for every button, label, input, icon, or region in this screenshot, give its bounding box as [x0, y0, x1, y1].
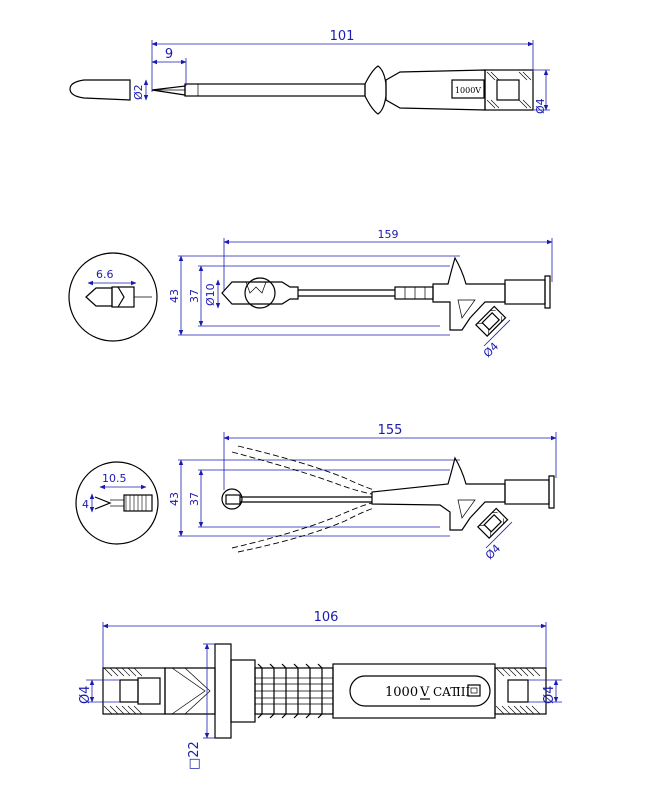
dim-37-v3: 37 — [188, 492, 201, 506]
dim-43-v3: 43 — [168, 492, 181, 506]
dim-phi4-v1: Ø4 — [534, 98, 547, 114]
clip-rear-sleeve — [504, 279, 546, 305]
probe-knurled-end — [484, 69, 534, 111]
view-hook-clip: 10.5 4 43 37 155 — [75, 423, 557, 562]
dim-155: 155 — [378, 423, 403, 438]
square-flange — [214, 643, 232, 739]
probe-needle — [151, 85, 186, 96]
jaw-head — [221, 281, 299, 305]
detail-circle-jaw — [68, 252, 158, 342]
double-insulation-icon — [467, 684, 481, 697]
detail-dim-6-6: 6.6 — [96, 268, 114, 281]
voltage-label-box — [451, 79, 485, 99]
dim-phi4-v2: Ø4 — [481, 340, 501, 360]
dim-159: 159 — [378, 228, 399, 241]
hook-rear-sleeve — [504, 479, 550, 505]
hook-wire-lower-dashed — [231, 502, 373, 549]
voltage-label: 1000V — [455, 86, 481, 95]
dim-43-v2: 43 — [168, 289, 181, 303]
jaw-detail-marker — [244, 277, 276, 309]
dim-9: 9 — [165, 47, 173, 62]
label-class: III — [456, 685, 470, 699]
detail-circle-hook — [75, 461, 159, 545]
view-test-probe: 1000V 101 9 Ø2 Ø4 — [69, 29, 550, 115]
hook-clip-body — [371, 456, 506, 531]
dim-106: 106 — [314, 610, 339, 625]
probe-finger-guard — [364, 65, 387, 115]
label-panel — [349, 675, 491, 707]
detail-dim-10-5: 10.5 — [102, 472, 127, 485]
probe-cap — [69, 79, 131, 101]
dim-square-22: □22 — [187, 741, 202, 770]
dim-phi2: Ø2 — [132, 84, 145, 100]
clip-body — [432, 256, 506, 331]
right-knurled-sleeve — [494, 667, 547, 715]
view-jaw-clip: 6.6 43 37 Ø10 159 — [68, 228, 553, 360]
dim-37-v2: 37 — [188, 289, 201, 303]
label-cat: CAT — [433, 685, 458, 699]
label-v-symbol: V — [419, 685, 430, 700]
hook-wire-upper-dashed — [231, 451, 373, 495]
dim-phi4-v3: Ø4 — [483, 542, 503, 562]
angled-plug-v2 — [475, 305, 507, 337]
probe-shaft — [184, 83, 366, 97]
dim-phi4-right: Ø4 — [542, 685, 557, 704]
conical-tip — [164, 667, 216, 715]
hook-detail-marker — [221, 488, 243, 510]
view-adapter-plug: 106 1000 V — [78, 610, 562, 770]
label-1000: 1000 — [385, 685, 418, 700]
dim-101: 101 — [330, 29, 355, 44]
angled-plug-v3 — [477, 507, 509, 539]
dim-phi4-left: Ø4 — [78, 685, 93, 704]
dim-phi10: Ø10 — [204, 283, 217, 306]
detail-dim-4: 4 — [82, 498, 89, 511]
